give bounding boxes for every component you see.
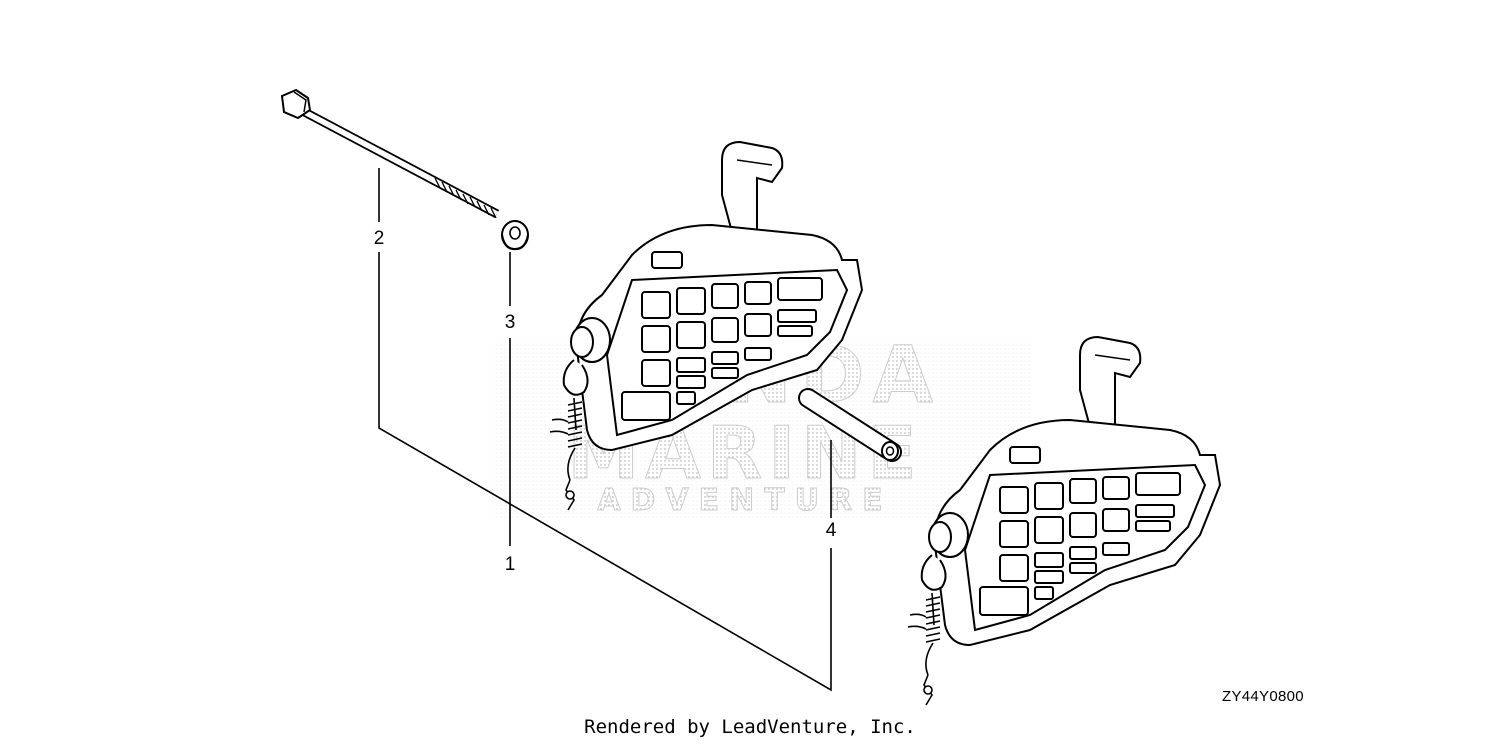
- rendered-by-credit: Rendered by LeadVenture, Inc.: [584, 716, 916, 738]
- leader-lines: [378, 168, 832, 692]
- callout-3: 3: [505, 312, 516, 333]
- washer-icon: [501, 220, 529, 251]
- diagram-code: ZY44Y0800: [1222, 688, 1304, 705]
- bolt-icon: [280, 88, 500, 219]
- callout-4: 4: [826, 520, 837, 541]
- pin-icon: [798, 388, 902, 462]
- callout-2: 2: [374, 228, 385, 249]
- watermark-line3: ADVENTURE: [597, 483, 892, 518]
- callout-1: 1: [505, 554, 516, 575]
